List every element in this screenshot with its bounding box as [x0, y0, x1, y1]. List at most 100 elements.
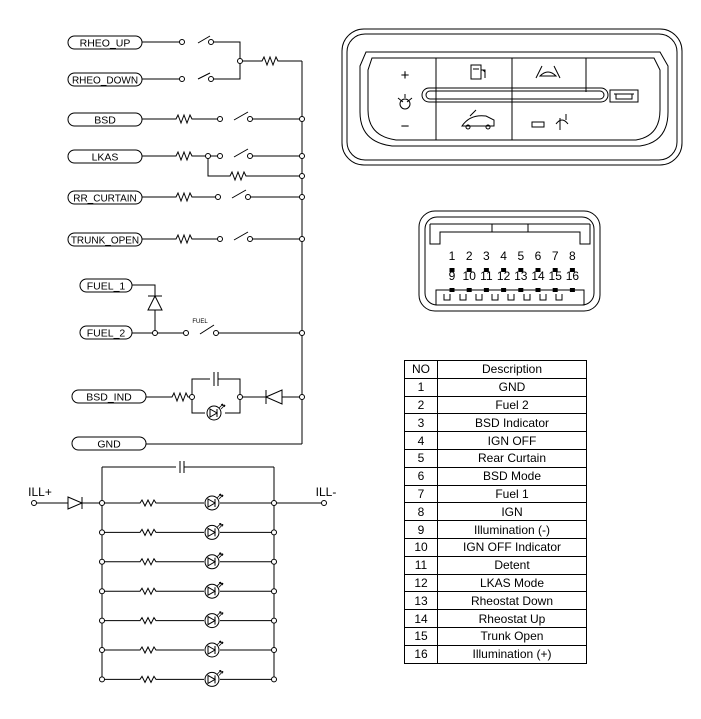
pin-description-cell: LKAS Mode: [437, 573, 587, 593]
illumination-led-icon: [204, 640, 224, 658]
label-trunk-open: TRUNK_OPEN: [71, 236, 139, 247]
pin-description-cell: Detent: [437, 555, 587, 575]
rheostat-icon: [397, 94, 413, 110]
label-bsd: BSD: [94, 115, 116, 127]
pin-number-cell: 1: [404, 377, 438, 397]
connector-pin-square: [466, 268, 472, 272]
pin-number-cell: 2: [404, 395, 438, 415]
connector-pin-label: 1: [449, 249, 456, 263]
connector-pin-label: 12: [497, 269, 511, 283]
pin-number-cell: 6: [404, 466, 438, 486]
connector-pin-label: 13: [514, 269, 528, 283]
pin-description-cell: Illumination (+): [437, 644, 587, 664]
pin-description-cell: IGN OFF: [437, 431, 587, 450]
panel-plus-symbol: +: [401, 67, 410, 84]
connector-pin-label: 6: [535, 249, 542, 263]
connector-pin-label: 8: [569, 249, 576, 263]
connector-pin-square: [552, 288, 558, 292]
illumination-led-icon: [204, 669, 224, 687]
pin-number-cell: 16: [404, 644, 438, 664]
pin-number-cell: 14: [404, 609, 438, 628]
mirror-button-icon: [615, 93, 633, 100]
illumination-led-icon: [204, 493, 224, 511]
connector-pin-square: [535, 268, 541, 272]
connector-pin-label: 4: [500, 249, 507, 263]
label-rheo-up: RHEO_UP: [80, 38, 131, 50]
junction-dot: [99, 558, 105, 565]
connector-pin-square: [552, 268, 558, 272]
lane-keeping-icon: [535, 65, 561, 79]
junction-dot: [271, 558, 277, 565]
illumination-led-icon: [204, 581, 224, 599]
connector-pin-square: [535, 288, 541, 292]
connector-pin-label: 5: [517, 249, 524, 263]
connector-pin-square: [466, 288, 472, 292]
blind-spot-icon: [555, 114, 569, 130]
connector-pin-square: [569, 288, 575, 292]
fuel-door-icon: [470, 64, 486, 80]
illumination-branch-wire: [102, 557, 274, 566]
rear-curtain-icon: [531, 121, 545, 128]
pin-number-cell: 10: [404, 537, 438, 557]
illumination-branch-wire: [102, 675, 274, 684]
junction-dot: [271, 529, 277, 536]
pin-number-cell: 4: [404, 431, 438, 450]
junction-dot: [271, 617, 277, 624]
junction-dot: [271, 676, 277, 683]
label-rheo-down: RHEO_DOWN: [72, 76, 138, 87]
pin-description-cell: Rheostat Down: [437, 591, 587, 611]
label-bsd-ind: BSD_IND: [86, 392, 132, 404]
pin-description-cell: IGN OFF Indicator: [437, 537, 587, 557]
junction-dot: [99, 676, 105, 683]
trunk-open-icon: [461, 109, 495, 130]
pin-number-cell: 5: [404, 448, 438, 468]
illumination-led-icon: [204, 522, 224, 540]
connector-pin-square: [483, 268, 489, 272]
pin-number-cell: 7: [404, 484, 438, 504]
pin-description-cell: Trunk Open: [437, 626, 587, 646]
connector-pin-square: [501, 288, 507, 292]
connector-pin-label: 11: [480, 269, 493, 283]
junction-dot: [99, 529, 105, 536]
connector-pin-label: 9: [449, 269, 456, 283]
schematic-labels: RHEO_UP RHEO_DOWN BSD LKAS RR_CURTAIN TR…: [71, 38, 209, 451]
pin-description-cell: BSD Indicator: [437, 413, 587, 433]
connector-pin-square: [518, 268, 524, 272]
pin-number-cell: 11: [404, 555, 438, 575]
connector-pin-label: 7: [552, 249, 559, 263]
pin-description-cell: Rear Curtain: [437, 448, 587, 468]
illumination-led-icon: [204, 552, 224, 570]
pin-description-cell: Illumination (-): [437, 520, 587, 539]
junction-dot: [99, 617, 105, 624]
connector-pin-label: 15: [549, 269, 563, 283]
pin-number-cell: 12: [404, 573, 438, 593]
illumination-branch-wire: [102, 498, 274, 508]
illumination-branch-wire: [102, 616, 274, 625]
illumination-circuit: [31, 461, 327, 687]
illumination-branch-wire: [102, 645, 274, 655]
label-fuel-2: FUEL_2: [87, 328, 126, 340]
switch-panel-drawing: [341, 28, 683, 166]
connector-pin-square: [569, 268, 575, 272]
pin-number-cell: 8: [404, 502, 438, 522]
label-lkas: LKAS: [92, 152, 119, 164]
junction-dot: [271, 588, 277, 595]
pin-number-cell: 3: [404, 413, 438, 433]
junction-dot: [271, 647, 277, 653]
connector-pin-label: 16: [566, 269, 580, 283]
pin-number-cell: 9: [404, 520, 438, 539]
